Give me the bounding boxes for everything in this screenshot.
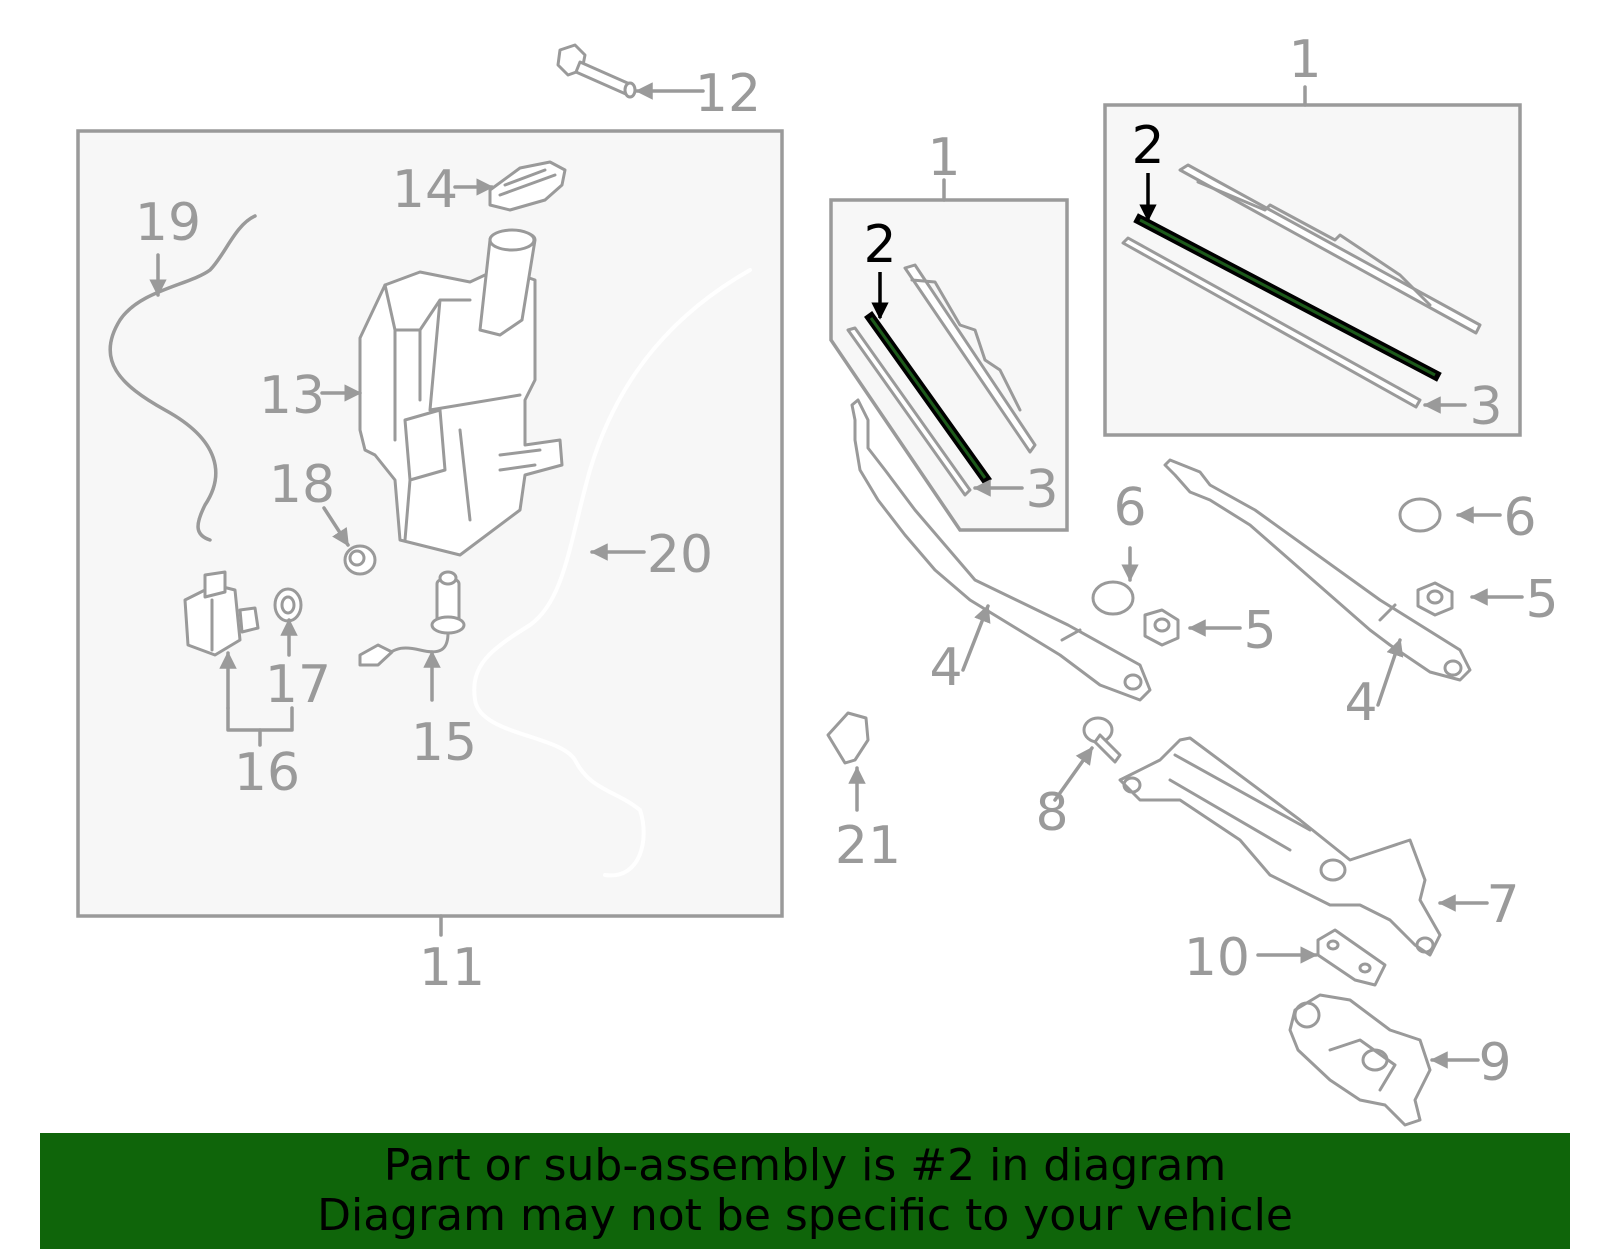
callout-19: 19 (135, 193, 201, 253)
callout-1-right: 1 (1288, 30, 1321, 90)
callout-14: 14 (392, 160, 458, 220)
washer-pump (183, 570, 260, 657)
callout-4-right: 4 (1344, 673, 1377, 733)
callout-18: 18 (269, 455, 335, 515)
bolt-8 (1082, 716, 1122, 764)
cap-6-right (1398, 497, 1442, 533)
callout-7: 7 (1486, 875, 1519, 935)
callout-11: 11 (419, 938, 485, 998)
info-banner: Part or sub-assembly is #2 in diagram Di… (40, 1133, 1570, 1249)
callout-21: 21 (835, 816, 901, 876)
callout-16: 16 (234, 743, 300, 803)
callout-4-left: 4 (929, 638, 962, 698)
callout-2-right: 2 (1131, 116, 1164, 176)
callout-12: 12 (695, 64, 761, 124)
blade-box-left (829, 198, 1069, 532)
callout-3-right: 3 (1469, 377, 1502, 437)
wiper-arm-left (850, 398, 1152, 702)
pump-seal (273, 587, 303, 623)
cap-6-left (1091, 580, 1135, 616)
bracket-10 (1316, 928, 1387, 987)
callout-10: 10 (1184, 928, 1250, 988)
callout-20: 20 (647, 525, 713, 585)
callout-2-left: 2 (863, 215, 896, 275)
callout-15: 15 (411, 713, 477, 773)
wiper-motor (1288, 993, 1432, 1127)
callout-6-right: 6 (1503, 488, 1536, 548)
callout-13: 13 (259, 366, 325, 426)
nut-5-left (1143, 608, 1180, 647)
grommet-18 (343, 544, 377, 576)
callout-6-left: 6 (1113, 478, 1146, 538)
callout-9: 9 (1478, 1033, 1511, 1093)
callout-5-left: 5 (1243, 601, 1276, 661)
wiper-linkage (1118, 736, 1442, 957)
callout-3-left: 3 (1025, 460, 1058, 520)
nut-5-right (1416, 581, 1454, 617)
banner-line-2: Diagram may not be specific to your vehi… (317, 1190, 1293, 1241)
clip-21 (826, 711, 870, 765)
callout-17: 17 (265, 655, 331, 715)
bolt-12 (556, 43, 637, 99)
blade-box-right (1103, 103, 1522, 437)
wiper-arm-right (1163, 458, 1472, 682)
washer-reservoir (358, 228, 564, 557)
level-sensor (358, 570, 466, 667)
callout-1-left: 1 (927, 128, 960, 188)
banner-line-1: Part or sub-assembly is #2 in diagram (383, 1140, 1227, 1191)
callout-8: 8 (1035, 783, 1068, 843)
callout-5-right: 5 (1525, 570, 1558, 630)
